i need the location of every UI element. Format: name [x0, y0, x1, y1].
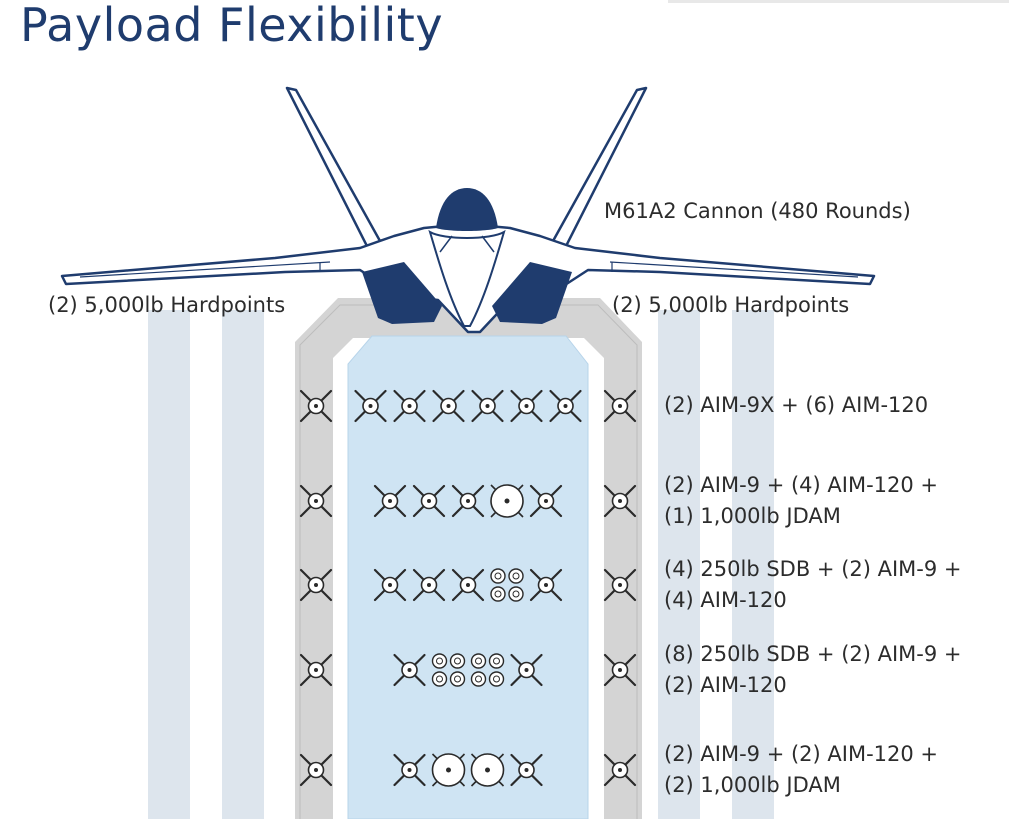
aim120-missile-icon	[393, 653, 426, 687]
loadout-label-line: (2) AIM-120	[664, 673, 787, 697]
aim120-missile-icon	[373, 568, 407, 602]
canopy	[436, 188, 498, 231]
loadout-label-line: (4) AIM-120	[664, 588, 787, 612]
side-bay-aim9-right-icon	[603, 653, 637, 687]
left-hardpoints-label: (2) 5,000lb Hardpoints	[48, 293, 286, 317]
left-tail	[285, 86, 387, 258]
loadout-label: (2) AIM-9 + (2) AIM-120 + (2) 1,000lb JDA…	[664, 739, 938, 801]
loadout-label: (2) AIM-9 + (4) AIM-120 + (1) 1,000lb JDA…	[664, 470, 938, 532]
side-bay-aim9-left-icon	[299, 484, 333, 518]
jdam-icon	[490, 484, 524, 518]
left-outer-lane	[148, 310, 190, 819]
aim120-missile-icon	[393, 389, 426, 423]
side-bay-aim9-left-icon	[299, 568, 333, 602]
right-hardpoints-label: (2) 5,000lb Hardpoints	[612, 293, 850, 317]
side-bay-outline	[295, 298, 642, 819]
sdb-cluster-icon	[431, 653, 466, 687]
cannon-label: M61A2 Cannon (480 Rounds)	[604, 199, 911, 223]
aim120-missile-icon	[412, 484, 446, 518]
aim120-missile-icon	[529, 484, 563, 518]
sdb-cluster-icon	[490, 568, 524, 602]
right-outer-lane	[732, 310, 774, 819]
right-inner-lane	[658, 310, 700, 819]
loadout-label-line: (2) AIM-9 + (2) AIM-120 +	[664, 742, 939, 766]
left-intake	[362, 262, 442, 324]
loadout-label: (2) AIM-9X + (6) AIM-120	[664, 390, 928, 421]
sdb-cluster-icon	[470, 653, 505, 687]
aim120-missile-icon	[354, 389, 387, 423]
loadout-label: (4) 250lb SDB + (2) AIM-9 + (4) AIM-120	[664, 554, 962, 616]
loadout-label-line: (4) 250lb SDB + (2) AIM-9 +	[664, 557, 962, 581]
loadout-label-line: (2) AIM-9 + (4) AIM-120 +	[664, 473, 939, 497]
aircraft-silhouette	[60, 86, 876, 334]
aim120-missile-icon	[451, 568, 485, 602]
page-title: Payload Flexibility	[20, 0, 444, 52]
jdam-icon	[431, 753, 466, 787]
aim120-missile-icon	[393, 753, 426, 787]
aim120-missile-icon	[432, 389, 465, 423]
outer-hardpoint-lanes	[148, 310, 774, 819]
aim120-missile-icon	[510, 653, 543, 687]
aim120-missile-icon	[549, 389, 582, 423]
side-bay-aim9-right-icon	[603, 753, 637, 787]
side-bay-aim9-left-icon	[299, 753, 333, 787]
loadout-label-line: (2) 1,000lb JDAM	[664, 773, 841, 797]
aim120-missile-icon	[451, 484, 485, 518]
side-bay-aim9-right-icon	[603, 568, 637, 602]
aim120-missile-icon	[373, 484, 407, 518]
loadout-label-line: (8) 250lb SDB + (2) AIM-9 +	[664, 642, 962, 666]
fuselage	[428, 229, 506, 327]
aim120-missile-icon	[510, 389, 543, 423]
loadout-label: (8) 250lb SDB + (2) AIM-9 + (2) AIM-120	[664, 639, 962, 701]
side-bay-aim9-right-icon	[603, 484, 637, 518]
side-bay-aim9-left-icon	[299, 389, 333, 423]
side-bay-aim9-right-icon	[603, 389, 637, 423]
aim120-missile-icon	[510, 753, 543, 787]
aim120-missile-icon	[529, 568, 563, 602]
loadout-label-line: (1) 1,000lb JDAM	[664, 504, 841, 528]
top-edge-bar	[668, 0, 1009, 3]
side-bay-aim9-left-icon	[299, 653, 333, 687]
aim120-missile-icon	[412, 568, 446, 602]
jdam-icon	[470, 753, 505, 787]
aim120-missile-icon	[471, 389, 504, 423]
right-tail	[546, 86, 648, 258]
left-inner-lane	[222, 310, 264, 819]
right-intake	[492, 262, 572, 324]
loadout-label-line: (2) AIM-9X + (6) AIM-120	[664, 393, 929, 417]
weapons-layer	[299, 389, 637, 787]
